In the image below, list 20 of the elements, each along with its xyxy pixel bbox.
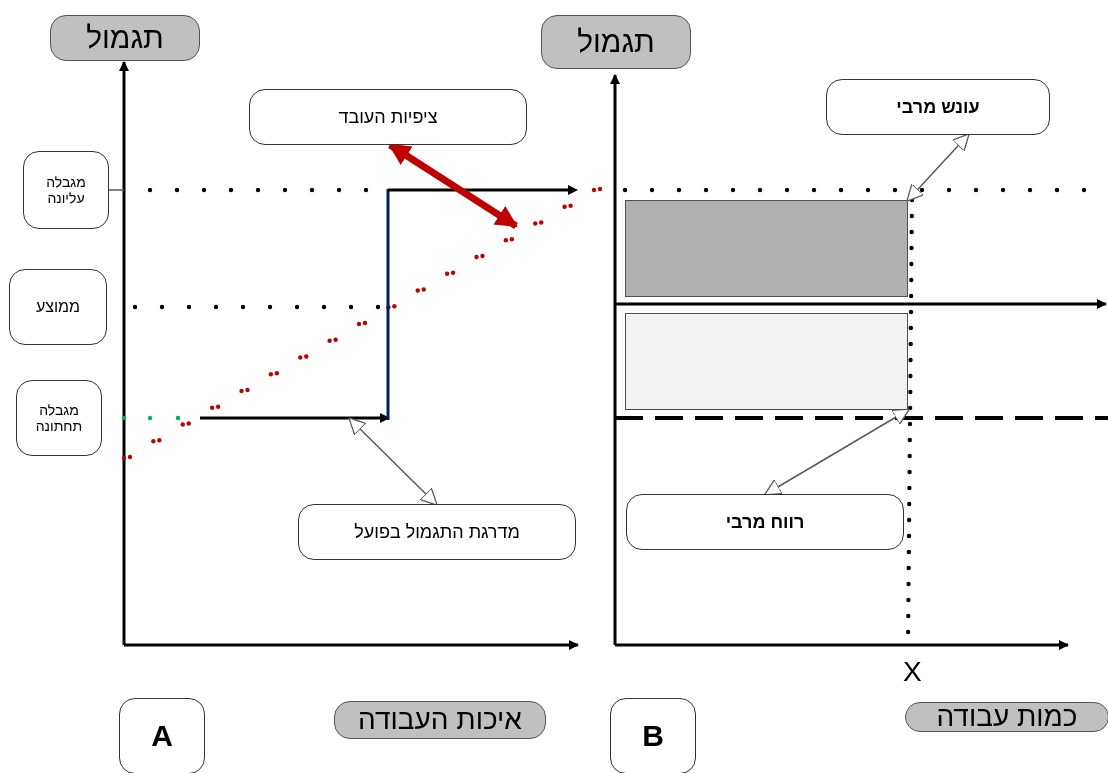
- arrow: [906, 133, 970, 202]
- axis-title: איכות העבודה: [334, 701, 546, 739]
- text-box: רווח מרבי: [626, 494, 904, 550]
- shaded-area: [625, 313, 908, 410]
- text-box: עונש מרבי: [826, 79, 1050, 135]
- text-box: מגבלה עליונה: [23, 151, 109, 229]
- panel-label: A: [119, 698, 205, 773]
- arrow: [764, 408, 910, 496]
- axis-title: תגמול: [541, 15, 691, 69]
- leader-line: [108, 189, 125, 191]
- panel-label: B: [610, 698, 696, 773]
- text-box: ציפיות העובד: [249, 89, 527, 145]
- axis-title: כמות עבודה: [905, 702, 1108, 732]
- shaded-area: [625, 200, 908, 297]
- axis-label: X: [903, 656, 922, 688]
- arrow: [348, 417, 438, 506]
- text-box: מדרגת התגמול בפועל: [298, 504, 576, 560]
- axis-title: תגמול: [50, 15, 200, 61]
- text-box: מגבלה תחתונה: [16, 380, 102, 456]
- text-box: ממוצע: [9, 269, 107, 345]
